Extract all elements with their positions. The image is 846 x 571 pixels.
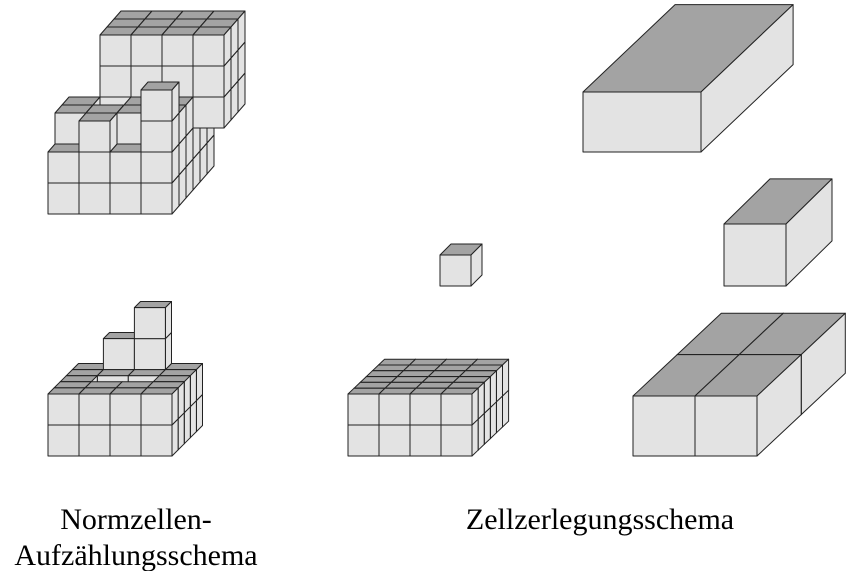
large-slab-front (582, 91, 702, 153)
voxel-cell-side (177, 381, 185, 420)
medium-cell-cube (723, 178, 833, 287)
voxel-cell-front (78, 182, 111, 215)
quad-cell-front (694, 395, 758, 457)
voxel-cell-front (99, 65, 132, 98)
caption-cell-decomposition: Zellzerlegungsschema (465, 503, 735, 536)
voxel-cell-front (378, 424, 411, 457)
voxel-cell-front (140, 151, 173, 184)
voxel-cell-front (78, 151, 111, 184)
voxel-cell-front (161, 34, 194, 67)
voxel-cell-side (483, 376, 491, 414)
quad-cell-front (632, 395, 696, 457)
caption-normal-cell-enumeration: Normzellen- Aufzählungsschema (0, 502, 272, 571)
voxel-cell-front (409, 424, 442, 457)
voxel-cell-front (140, 182, 173, 215)
cell-decomposition-grid-slab (347, 358, 510, 457)
quad-cell-slab (632, 312, 846, 457)
voxel-cell-side (489, 370, 497, 409)
voxel-cell-front (192, 96, 225, 129)
medium-cube-front (723, 223, 787, 287)
voxel-cell-front (109, 393, 142, 426)
voxel-cell-front (47, 424, 80, 457)
voxel-cell-front (47, 182, 80, 215)
voxel-cell-front (140, 89, 173, 122)
voxel-cell-side (171, 387, 179, 426)
voxel-cell-front (99, 34, 132, 67)
voxel-cell-front (130, 34, 163, 67)
voxel-cell-front (47, 151, 80, 184)
voxel-cell-front (102, 338, 135, 371)
voxel-cell-side (495, 364, 503, 403)
voxel-cell-front (409, 393, 442, 426)
voxel-cell-front (192, 34, 225, 67)
voxel-cell-side (183, 375, 191, 414)
voxel-cell-front (78, 393, 111, 426)
voxel-cell-front (133, 338, 166, 371)
caption-normal-cell-line2: Aufzählungsschema (14, 539, 258, 571)
voxel-cell-front (133, 307, 166, 340)
single-cube-front (439, 254, 472, 287)
voxel-cell-front (347, 393, 380, 426)
caption-normal-cell-line1: Normzellen- (60, 503, 212, 536)
voxel-cell-front (192, 65, 225, 98)
voxel-cell-front (440, 393, 473, 426)
voxel-cell-side (189, 369, 197, 408)
voxel-cell-front (347, 424, 380, 457)
original-solid-normal-cells (47, 10, 246, 215)
voxel-cell-side (502, 358, 510, 397)
single-unit-cube (439, 243, 483, 287)
voxel-cell-side (195, 363, 203, 402)
large-cell-slab (582, 4, 794, 153)
voxel-cell-front (140, 424, 173, 457)
voxel-cell-front (109, 424, 142, 457)
voxel-cell-front (440, 424, 473, 457)
voxel-cell-front (78, 120, 111, 153)
voxel-cell-front (78, 424, 111, 457)
voxel-cell-front (140, 393, 173, 426)
voxel-cell-front (140, 120, 173, 153)
voxel-cell-front (109, 182, 142, 215)
voxel-cell-front (47, 393, 80, 426)
voxel-cell-front (378, 393, 411, 426)
voxel-cell-side (477, 381, 485, 420)
voxel-cell-side (471, 387, 479, 426)
voxel-cell-side (164, 301, 172, 340)
voxel-cell-front (109, 151, 142, 184)
normal-cell-enumeration-solid (47, 301, 203, 457)
